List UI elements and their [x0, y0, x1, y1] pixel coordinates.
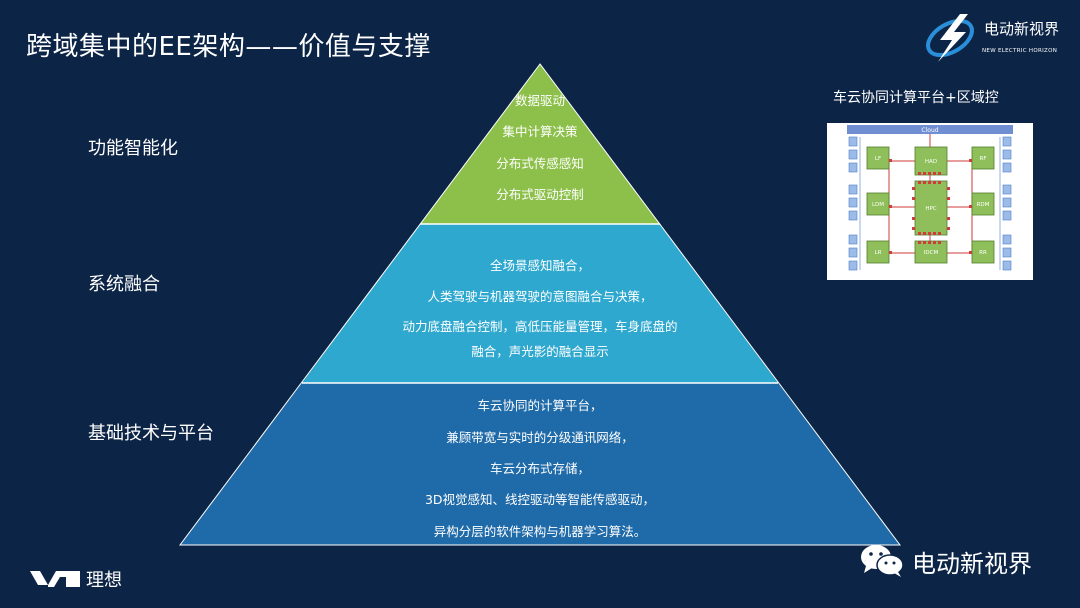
pyramid-tier-top: [420, 64, 660, 224]
company-name: 理想: [86, 570, 122, 591]
platform-diagram-title: 车云协同计算平台+区域控: [833, 90, 999, 106]
brand-name: 电动新视界: [984, 20, 1060, 38]
tier-bottom-line: 异构分层的软件架构与机器学习算法。: [433, 524, 647, 539]
pyramid-tier-bottom: [180, 383, 900, 545]
hpc-label: HPC: [925, 206, 936, 212]
platform-architecture-diagram: Cloud: [827, 123, 1033, 280]
tier-top-line: 分布式驱动控制: [496, 187, 584, 202]
lf-label: LF: [875, 156, 881, 162]
layer-label-foundation: 基础技术与平台: [88, 423, 214, 444]
company-logo: 理想: [30, 566, 150, 591]
rf-label: RF: [980, 156, 987, 162]
layer-label-system: 系统融合: [88, 274, 160, 295]
tier-middle-line: 全场景感知融合，: [489, 258, 590, 273]
rdm-label: RDM: [977, 202, 990, 208]
tier-bottom-line: 兼顾带宽与实时的分级通讯网络，: [446, 430, 634, 445]
lr-label: LR: [875, 250, 882, 256]
wechat-account-name: 电动新视界: [912, 550, 1032, 578]
tier-middle-line: 人类驾驶与机器驾驶的意图融合与决策，: [427, 289, 653, 304]
tier-bottom-line: 3D视觉感知、线控驱动等智能传感驱动，: [424, 492, 656, 507]
lixiang-logo-icon: [30, 571, 80, 587]
brand-logo-top: 电动新视界 NEW ELECTRIC HORIZON: [920, 10, 1070, 64]
tier-top-line: 数据驱动: [514, 93, 565, 108]
tier-top-line: 分布式传感感知: [496, 156, 584, 171]
cloud-label: Cloud: [921, 127, 938, 134]
tier-middle-line: 动力底盘融合控制，高低压能量管理，车身底盘的: [402, 319, 678, 334]
tier-bottom-line: 车云协同的计算平台，: [477, 398, 603, 413]
layer-label-function: 功能智能化: [88, 138, 178, 159]
tier-top-line: 集中计算决策: [502, 124, 578, 139]
wechat-icon: [861, 545, 904, 577]
tier-middle-line: 融合，声光影的融合显示: [471, 344, 609, 359]
ldm-label: LDM: [872, 202, 884, 208]
had-label: HAD: [925, 159, 937, 165]
brand-subtitle: NEW ELECTRIC HORIZON: [982, 48, 1058, 54]
wechat-watermark: 电动新视界: [858, 540, 1058, 580]
rr-label: RR: [979, 250, 987, 256]
slide-title: 跨域集中的EE架构——价值与支撑: [26, 32, 431, 62]
tier-bottom-line: 车云分布式存储，: [489, 461, 590, 476]
lightning-logo-icon: [926, 14, 974, 62]
pyramid-tier-middle: [302, 224, 778, 383]
idcm-label: IDCM: [924, 250, 939, 256]
